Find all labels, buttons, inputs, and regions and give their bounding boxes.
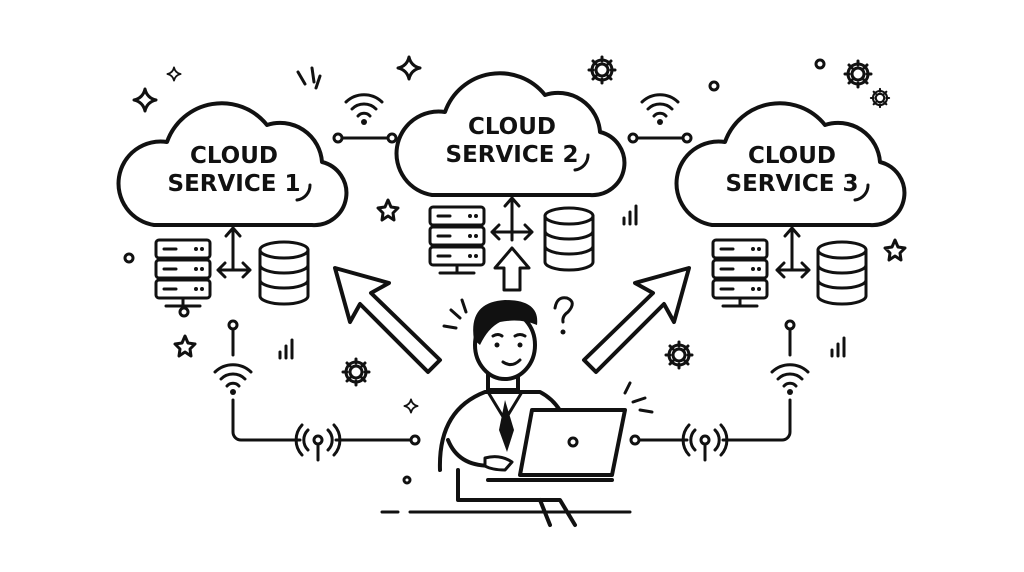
cloud-3-line1: CLOUD (748, 143, 836, 169)
infra-1 (154, 226, 310, 308)
server-icon (154, 238, 212, 308)
cloud-service-3: CLOUD SERVICE 3 (674, 101, 907, 228)
cloud-service-2: CLOUD SERVICE 2 (394, 71, 627, 198)
up-arrow-icon (493, 246, 531, 292)
question-mark-icon (553, 296, 574, 324)
cloud-link-right (627, 93, 693, 144)
infra-2 (428, 196, 595, 292)
wifi-icon (640, 93, 680, 127)
gear-icon (341, 357, 371, 387)
person-with-laptop (437, 296, 654, 527)
cloud-link-left (332, 93, 398, 144)
gear-icon (664, 340, 694, 370)
network-right (629, 319, 810, 462)
wifi-icon (770, 363, 810, 397)
star-icon (173, 334, 197, 358)
sparkle-icon (403, 398, 419, 414)
network-left (213, 319, 421, 462)
antenna-icon (294, 423, 342, 462)
wifi-icon (213, 363, 253, 397)
database-icon (543, 206, 595, 272)
database-icon (816, 240, 868, 306)
database-icon (258, 240, 310, 306)
decorations (123, 55, 907, 485)
sparkle-icon (132, 87, 158, 113)
arrow-to-cloud-1 (333, 266, 442, 374)
gear-icon (843, 59, 873, 89)
cloud-3-line2: SERVICE 3 (726, 171, 859, 197)
sparkle-icon (396, 55, 422, 81)
cloud-1-line1: CLOUD (190, 143, 278, 169)
server-icon (711, 238, 769, 308)
sparkle-icon (166, 66, 182, 82)
server-icon (428, 205, 486, 275)
gear-icon (587, 55, 617, 85)
star-icon (883, 238, 907, 262)
star-icon (376, 198, 400, 222)
arrow-to-cloud-3 (582, 266, 691, 374)
infra-3 (711, 226, 868, 308)
cloud-2-line1: CLOUD (468, 114, 556, 140)
wifi-icon (344, 93, 384, 127)
cloud-1-line2: SERVICE 1 (168, 171, 301, 197)
antenna-icon (681, 423, 729, 462)
gear-icon (869, 87, 891, 109)
cloud-2-line2: SERVICE 2 (446, 142, 579, 168)
cloud-service-1: CLOUD SERVICE 1 (116, 101, 349, 228)
